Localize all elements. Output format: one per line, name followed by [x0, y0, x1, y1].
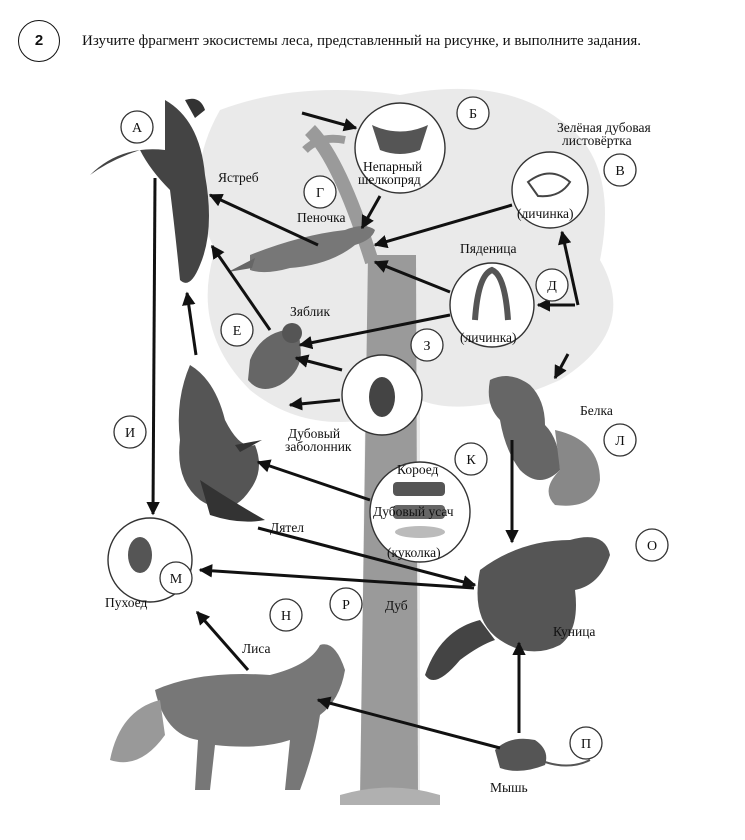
mouse-illustration — [495, 738, 591, 771]
svg-text:Р: Р — [342, 598, 350, 613]
letter-marker-a: А — [120, 110, 154, 144]
label-warbler: Пеночка — [297, 210, 346, 225]
label-hawk: Ястреб — [218, 170, 259, 185]
letter-marker-b: Б — [456, 96, 490, 130]
woodpecker-illustration — [178, 365, 265, 522]
bark-beetle-longhorn-circle — [369, 461, 471, 563]
letter-marker-k: К — [454, 442, 488, 476]
label-longhorn-stage: (куколка) — [387, 545, 441, 560]
gypsy-moth-circle — [354, 102, 446, 194]
svg-text:Г: Г — [316, 186, 324, 201]
svg-text:В: В — [615, 164, 624, 179]
label-mouse: Мышь — [490, 780, 528, 795]
letter-marker-m: М — [159, 561, 193, 595]
letter-marker-g: Г — [303, 175, 337, 209]
geometer-larva-circle — [449, 262, 535, 348]
label-oak-bark-beetle-line1: Дубовый — [288, 426, 340, 441]
label-leafroller-line1: Зелёная дубовая — [557, 120, 651, 135]
letter-marker-i: И — [113, 415, 147, 449]
label-leafroller-stage: (личинка) — [517, 206, 574, 221]
svg-text:М: М — [170, 572, 183, 587]
svg-text:К: К — [466, 453, 476, 468]
svg-text:Д: Д — [547, 279, 557, 294]
svg-text:О: О — [647, 539, 657, 554]
letter-marker-o: О — [635, 528, 669, 562]
leafroller-larva-circle — [511, 151, 589, 229]
svg-text:Л: Л — [615, 434, 625, 449]
letter-marker-p: П — [569, 726, 603, 760]
letter-marker-n: Н — [269, 598, 303, 632]
letter-marker-d: Д — [535, 268, 569, 302]
svg-text:А: А — [132, 121, 143, 136]
label-woodpecker: Дятел — [270, 520, 304, 535]
svg-text:Н: Н — [281, 609, 291, 624]
letter-marker-r: Р — [329, 587, 363, 621]
label-finch: Зяблик — [290, 304, 330, 319]
warbler-illustration — [228, 226, 375, 273]
oak-bark-beetle-circle — [341, 354, 423, 436]
marten-illustration — [425, 537, 610, 680]
svg-text:И: И — [125, 426, 135, 441]
label-leafroller-line2: листовёртка — [562, 133, 632, 148]
label-bark-beetle: Короед — [397, 462, 439, 477]
label-oak-longhorn: Дубовый усач — [373, 504, 454, 519]
svg-text:Б: Б — [469, 107, 477, 122]
label-gypsy-moth-line2: шелкопряд — [358, 172, 421, 187]
label-geometer-stage: (личинка) — [460, 330, 517, 345]
letter-marker-z: З — [410, 328, 444, 362]
label-oak-bark-beetle-line2: заболонник — [285, 439, 352, 454]
finch-illustration — [248, 323, 302, 389]
task-number-badge: 2 — [18, 20, 60, 62]
letter-marker-v: В — [603, 153, 637, 187]
svg-text:П: П — [581, 737, 591, 752]
label-squirrel: Белка — [580, 403, 613, 418]
hawk-illustration — [90, 98, 209, 283]
label-marten: Куница — [553, 624, 595, 639]
svg-text:З: З — [423, 339, 430, 354]
task-instruction: Изучите фрагмент экосистемы леса, предст… — [82, 33, 641, 49]
letter-marker-e: Е — [220, 313, 254, 347]
label-fox: Лиса — [242, 641, 271, 656]
label-feather-louse: Пухоед — [105, 595, 147, 610]
letter-marker-l: Л — [603, 423, 637, 457]
food-web-arrows — [146, 111, 580, 750]
svg-text:Е: Е — [233, 324, 242, 339]
squirrel-illustration — [488, 376, 600, 506]
label-geometer: Пяденица — [460, 241, 517, 256]
fox-illustration — [110, 644, 345, 790]
label-gypsy-moth-line1: Непарный — [363, 159, 422, 174]
label-oak: Дуб — [385, 598, 408, 613]
